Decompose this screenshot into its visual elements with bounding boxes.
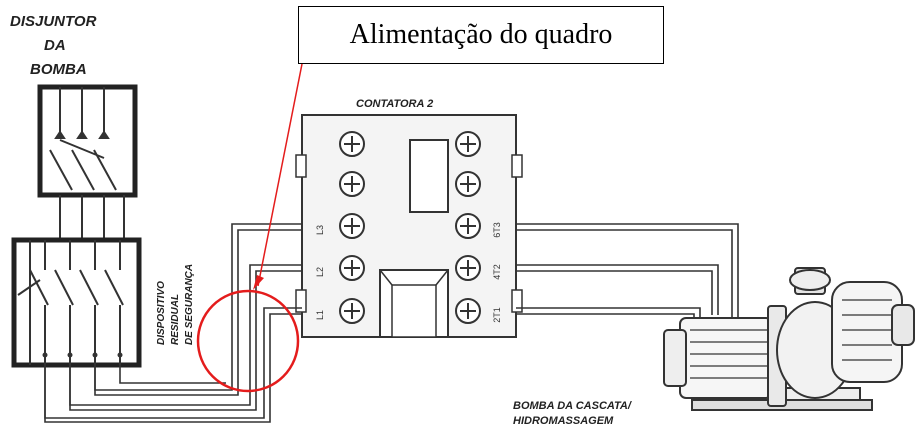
breaker-label-line1: DISJUNTOR bbox=[10, 13, 97, 30]
highlight-annotation bbox=[196, 63, 303, 393]
contactor bbox=[295, 114, 523, 338]
terminal-label-l1: L1 bbox=[315, 310, 325, 320]
breaker bbox=[37, 84, 138, 198]
breaker-rcd-wires bbox=[59, 195, 125, 240]
contactor-title: CONTATORA 2 bbox=[356, 98, 433, 110]
rcd-device bbox=[11, 237, 142, 368]
contactor-screws bbox=[339, 131, 481, 324]
screw-right-2 bbox=[455, 171, 481, 197]
rcd-contactor-wires bbox=[44, 223, 302, 423]
terminal-label-2t1: 2T1 bbox=[492, 307, 502, 323]
callout-box: Alimentação do quadro bbox=[298, 6, 664, 64]
breaker-label-line2: DA bbox=[44, 37, 66, 54]
screw-left-1 bbox=[339, 131, 365, 157]
pump-label-line1: BOMBA DA CASCATA/ bbox=[513, 400, 633, 412]
screw-left-2 bbox=[339, 171, 365, 197]
breaker-label-line3: BOMBA bbox=[30, 61, 87, 78]
terminal-label-6t3: 6T3 bbox=[492, 222, 502, 238]
pump-image bbox=[663, 267, 915, 411]
terminal-label-l2: L2 bbox=[315, 267, 325, 277]
screw-left-5 bbox=[339, 298, 365, 324]
terminal-label-4t2: 4T2 bbox=[492, 264, 502, 280]
screw-left-4 bbox=[339, 255, 365, 281]
rcd-label-line3: DE SEGURANÇA bbox=[184, 264, 195, 345]
terminal-label-l3: L3 bbox=[315, 225, 325, 235]
screw-right-1 bbox=[455, 131, 481, 157]
rcd-label-line2: RESIDUAL bbox=[170, 294, 181, 345]
screw-right-3 bbox=[455, 213, 481, 239]
callout-text: Alimentação do quadro bbox=[349, 19, 613, 50]
pump-label-line2: HIDROMASSAGEM bbox=[513, 415, 614, 427]
screw-right-5 bbox=[455, 298, 481, 324]
screw-right-4 bbox=[455, 255, 481, 281]
rcd-label-line1: DISPOSITIVO bbox=[156, 281, 167, 345]
contactor-pump-wires bbox=[516, 223, 739, 318]
screw-left-3 bbox=[339, 213, 365, 239]
